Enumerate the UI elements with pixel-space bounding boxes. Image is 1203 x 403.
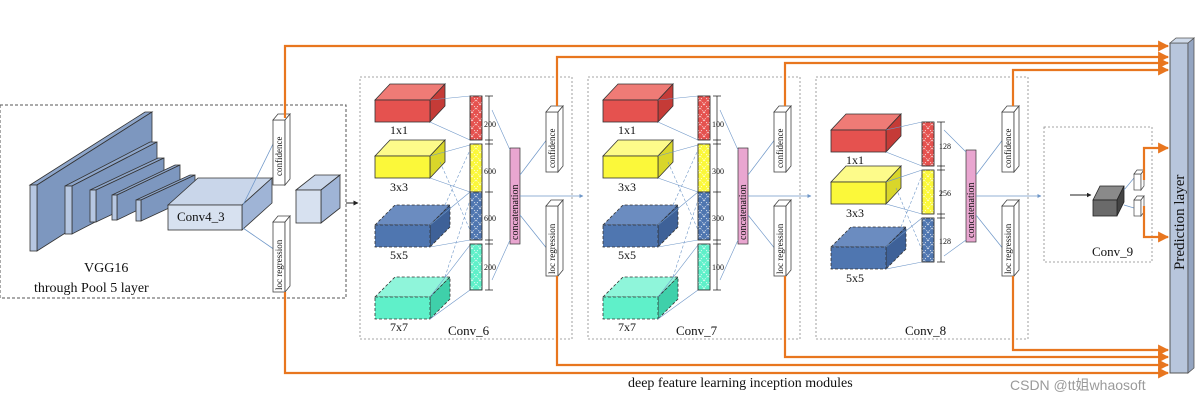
conv8-confidence-label: confidence xyxy=(1003,129,1013,168)
conv8-channels-1x1: 128 xyxy=(939,142,951,151)
backbone-loc-head: loc regression xyxy=(272,214,291,294)
conv6-name: Conv_6 xyxy=(448,323,490,338)
conv8-kernel-5x5-label: 5x5 xyxy=(846,271,864,285)
conv8-branch-5x5-block xyxy=(830,226,907,270)
conv6-loc-head: loc regression xyxy=(545,198,564,278)
conv6-concat-label: concatenation xyxy=(510,184,521,240)
conv9-name: Conv_9 xyxy=(1092,244,1133,259)
conv6-feature-stack xyxy=(469,95,483,291)
conv8-channels-3x3: 256 xyxy=(939,189,951,198)
vgg16-dashed-box xyxy=(0,104,347,299)
conv7-kernel-7x7-label: 7x7 xyxy=(618,320,636,334)
conv7-loc-label: loc regression xyxy=(775,223,785,274)
conv8-kernel-1x1-label: 1x1 xyxy=(846,153,864,167)
conv9-module: Conv_9 xyxy=(1043,126,1153,263)
conv7-branch-3x3-block xyxy=(602,138,674,180)
conv6-branch-3x3-block xyxy=(374,138,446,180)
conv6-branch-links xyxy=(429,95,471,320)
conv7-kernel-5x5-label: 5x5 xyxy=(618,248,636,262)
conv7-branch-7x7-block xyxy=(602,276,679,320)
conv7-concat-label: concatenation xyxy=(738,184,749,240)
conv8-concat-label: concatenation xyxy=(966,182,977,238)
conv8-confidence-head: confidence xyxy=(1001,104,1020,174)
conv7-channels-1x1: 100 xyxy=(712,120,724,129)
conv7-branch-links xyxy=(657,95,699,320)
conv6-kernel-5x5-label: 5x5 xyxy=(390,248,408,262)
conv9-feature-block xyxy=(1092,185,1125,217)
pool5-feature-block xyxy=(294,174,342,224)
conv7-module: 1x1 3x3 5x5 7x7 100 300 300 xyxy=(587,76,812,340)
conv8-branch-1x1-block xyxy=(830,112,902,154)
conv6-channels-5x5: 600 xyxy=(484,214,496,223)
conv7-channels-7x7: 100 xyxy=(712,263,724,272)
conv7-dashed-box xyxy=(587,76,801,340)
conv7-kernel-1x1-label: 1x1 xyxy=(618,123,636,137)
conv8-branch-links xyxy=(885,121,923,270)
conv8-channel-dims xyxy=(937,121,945,263)
conv7-name: Conv_7 xyxy=(676,323,718,338)
conv6-branch-1x1-block xyxy=(374,82,446,124)
conv8-feature-stack xyxy=(921,121,935,263)
conv7-confidence-label: confidence xyxy=(775,129,785,168)
conv8-kernel-3x3-label: 3x3 xyxy=(846,206,864,220)
vgg16-layer-slabs xyxy=(28,111,274,252)
conv8-module: 1x1 3x3 5x5 128 256 128 concatenation xyxy=(815,76,1042,340)
conv9-confidence-head xyxy=(1133,168,1145,192)
conv6-branch-7x7-block xyxy=(374,276,451,320)
conv7-confidence-head: confidence xyxy=(773,104,792,174)
conv7-branch-5x5-block xyxy=(602,204,679,248)
conv7-branch-1x1-block xyxy=(602,82,674,124)
orange-output-arrows xyxy=(283,40,1170,379)
conv8-loc-label: loc regression xyxy=(1003,223,1013,274)
conv6-channel-dims xyxy=(485,95,493,291)
conv6-dashed-box xyxy=(359,76,573,340)
conv9-loc-head xyxy=(1133,194,1145,218)
conv6-kernel-1x1-label: 1x1 xyxy=(390,123,408,137)
conv8-loc-head: loc regression xyxy=(1001,198,1020,278)
vgg16-title: VGG16 xyxy=(84,261,128,276)
conv8-channels-5x5: 128 xyxy=(939,237,951,246)
conv7-channels-3x3: 300 xyxy=(712,167,724,176)
conv6-channels-3x3: 600 xyxy=(484,167,496,176)
backbone-confidence-head: confidence xyxy=(272,112,291,187)
conv8-dashed-box xyxy=(815,76,1029,340)
conv7-loc-head: loc regression xyxy=(773,198,792,278)
conv6-module: 1x1 3x3 5x5 7x7 200 600 xyxy=(359,76,584,340)
backbone-confidence-label: confidence xyxy=(274,137,284,176)
watermark: CSDN @tt姐whaosoft xyxy=(1010,377,1146,393)
prediction-layer: Prediction layer xyxy=(1168,37,1196,374)
conv7-kernel-3x3-label: 3x3 xyxy=(618,180,636,194)
conv6-channels-7x7: 200 xyxy=(484,263,496,272)
conv6-kernel-3x3-label: 3x3 xyxy=(390,180,408,194)
conv8-branch-3x3-block xyxy=(830,164,902,206)
prediction-layer-label: Prediction layer xyxy=(1172,175,1188,270)
conv6-loc-label: loc regression xyxy=(547,223,557,274)
conv6-confidence-head: confidence xyxy=(545,104,564,174)
backbone-loc-label: loc regression xyxy=(274,239,284,290)
caption: deep feature learning inception modules xyxy=(628,376,853,391)
vgg16-subtitle: through Pool 5 layer xyxy=(34,281,149,296)
vgg16-backbone: Conv4_3 VGG16 through Pool 5 layer confi… xyxy=(0,104,359,299)
conv6-confidence-label: confidence xyxy=(547,129,557,168)
conv6-channels-1x1: 200 xyxy=(484,120,496,129)
conv6-kernel-7x7-label: 7x7 xyxy=(390,320,408,334)
conv7-feature-stack xyxy=(697,95,711,291)
conv7-channel-dims xyxy=(713,95,721,291)
conv8-name: Conv_8 xyxy=(905,323,946,338)
conv7-channels-5x5: 300 xyxy=(712,214,724,223)
conv6-branch-5x5-block xyxy=(374,204,451,248)
conv4-3-label: Conv4_3 xyxy=(177,209,225,224)
conv9-dashed-box xyxy=(1043,126,1153,263)
